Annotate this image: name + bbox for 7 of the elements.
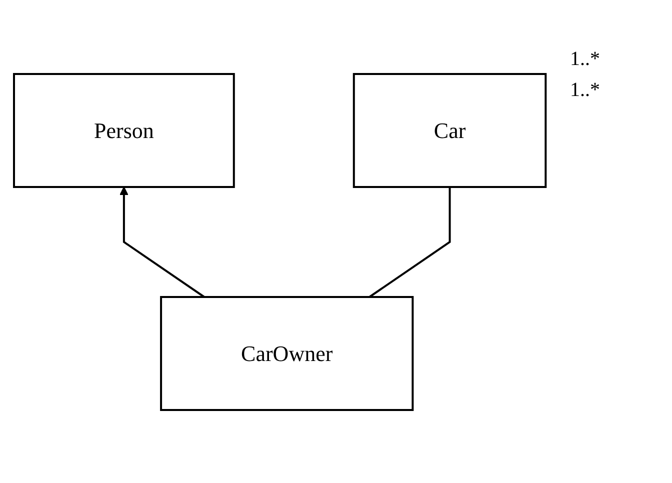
- arrow: [120, 186, 206, 298]
- node-box: CarOwner: [160, 296, 414, 410]
- multiplicity-label: 1..*: [570, 48, 601, 71]
- multiplicity-label: 1..*: [570, 79, 601, 102]
- node-box: Person: [13, 72, 236, 188]
- connector: [369, 186, 451, 298]
- node-box: Car: [353, 72, 547, 188]
